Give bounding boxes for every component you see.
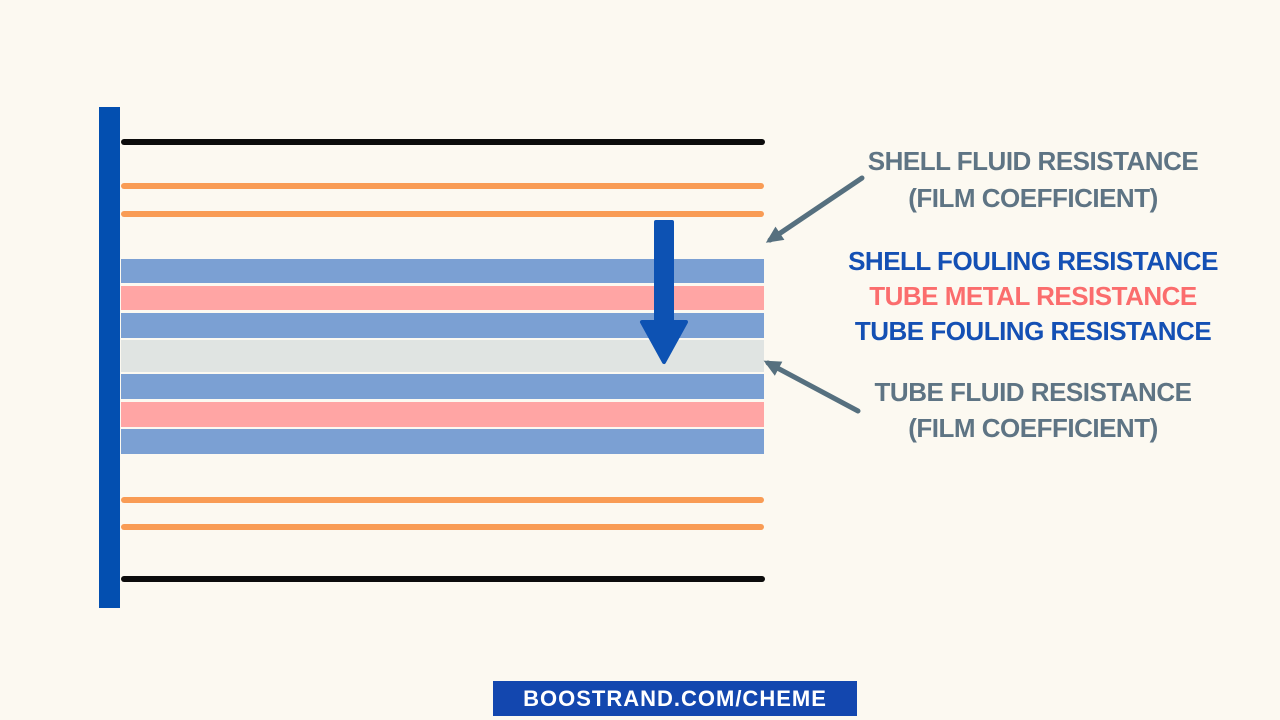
pointer-arrow-shell-fluid-icon <box>765 175 865 243</box>
label-tube-fouling-resistance: TUBE FOULING RESISTANCE <box>854 316 1212 346</box>
label-tube-metal-resistance: TUBE METAL RESISTANCE <box>869 281 1197 311</box>
label-tube-fluid-line2: (FILM COEFFICIENT) <box>908 413 1158 443</box>
shell-flow-line-2 <box>121 211 764 217</box>
label-shell-fluid-line2: (FILM COEFFICIENT) <box>908 183 1158 213</box>
label-shell-fluid-line1: SHELL FLUID RESISTANCE <box>867 146 1199 176</box>
shell-wall-line-top <box>121 139 765 145</box>
label-shell-fouling-resistance: SHELL FOULING RESISTANCE <box>848 246 1218 276</box>
label-tube-fluid-line1: TUBE FLUID RESISTANCE <box>874 377 1192 407</box>
label-middle-resistances: SHELL FOULING RESISTANCE TUBE METAL RESI… <box>800 244 1266 349</box>
band-fouling-blue-3 <box>121 374 764 399</box>
band-tube-metal-salmon-2 <box>121 402 764 427</box>
label-shell-fluid-resistance: SHELL FLUID RESISTANCE (FILM COEFFICIENT… <box>800 143 1266 217</box>
shell-flow-line-3 <box>121 497 764 503</box>
tube-sheet-bar <box>99 107 120 608</box>
pointer-arrow-tube-fluid-icon <box>763 360 861 414</box>
heat-flow-arrow-icon <box>640 220 688 364</box>
footer-url-text: BOOSTRAND.COM/CHEME <box>523 686 827 711</box>
footer-banner: BOOSTRAND.COM/CHEME <box>493 681 857 716</box>
shell-wall-line-bottom <box>121 576 765 582</box>
shell-flow-line-4 <box>121 524 764 530</box>
band-fouling-blue-4 <box>121 429 764 454</box>
shell-flow-line-1 <box>121 183 764 189</box>
label-tube-fluid-resistance: TUBE FLUID RESISTANCE (FILM COEFFICIENT) <box>800 374 1266 446</box>
